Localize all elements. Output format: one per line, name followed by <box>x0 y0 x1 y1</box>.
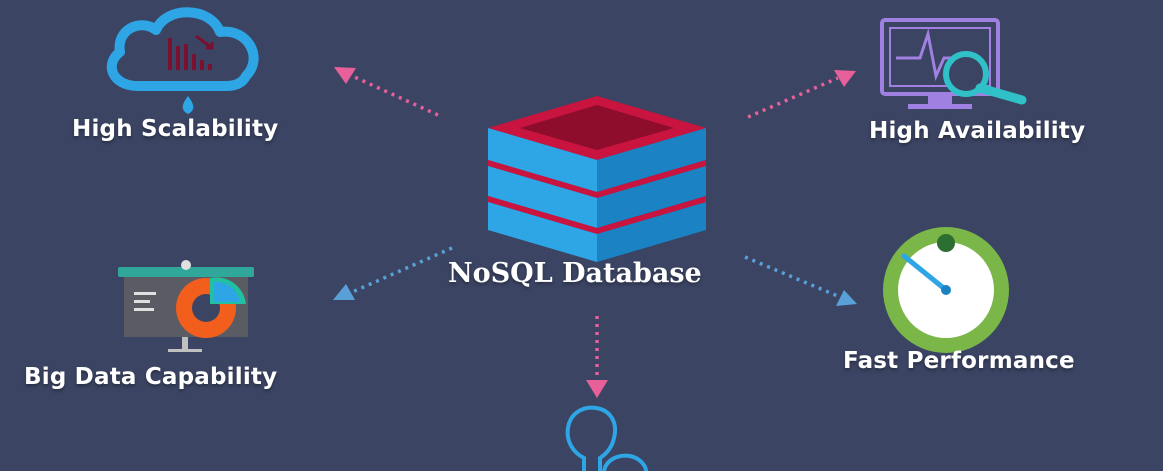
monitor-magnifier-icon <box>880 18 1027 109</box>
feature-label-big-data: Big Data Capability <box>24 364 278 390</box>
center-database-label: NoSQL Database <box>448 258 702 289</box>
cloud-chart-icon <box>106 7 259 114</box>
feature-label-scalability: High Scalability <box>72 116 279 142</box>
arrow-to-bottom <box>586 316 608 398</box>
arrow-to-availability <box>747 70 856 119</box>
arrow-to-performance <box>744 255 857 306</box>
feature-label-performance: Fast Performance <box>843 348 1075 374</box>
arrow-to-scalability <box>334 67 439 117</box>
feature-label-availability: High Availability <box>869 118 1086 144</box>
database-stack-icon <box>488 96 706 262</box>
arrow-to-big-data <box>333 246 453 300</box>
stopwatch-icon <box>883 227 1009 353</box>
presentation-board-icon <box>118 260 254 352</box>
user-icon <box>565 405 648 471</box>
